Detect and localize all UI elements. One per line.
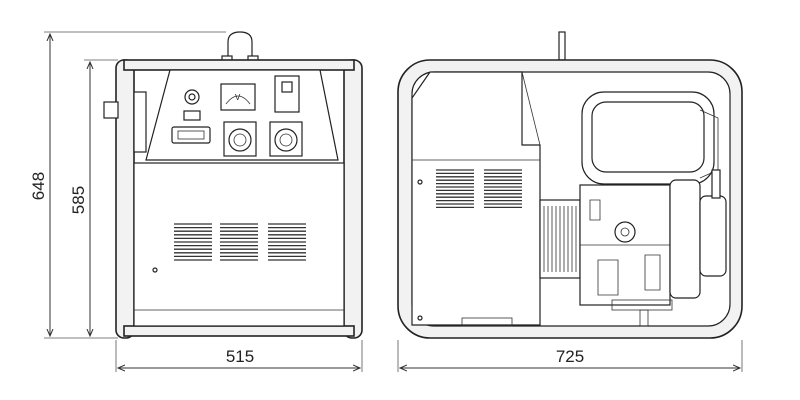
fuel-tank xyxy=(581,91,719,185)
front-vent-1 xyxy=(174,223,212,261)
muffler xyxy=(669,169,727,299)
side-fitting xyxy=(103,101,119,119)
side-view xyxy=(397,31,743,339)
indicator xyxy=(183,110,201,121)
dimension-lines: 648 585 515 725 xyxy=(29,31,743,372)
alternator-housing xyxy=(411,71,541,326)
cooling-fan xyxy=(539,199,581,279)
dim-label-515: 515 xyxy=(226,347,254,366)
engine-block xyxy=(579,184,671,306)
dim-label-725: 725 xyxy=(556,347,584,366)
frame-top-bar xyxy=(123,59,355,71)
lifting-handle xyxy=(227,31,253,62)
key-switch xyxy=(184,89,200,105)
frame-left-post xyxy=(115,59,135,339)
socket-right xyxy=(269,121,303,157)
side-vent-1 xyxy=(436,169,474,209)
lift-eye xyxy=(558,31,566,61)
front-view: V xyxy=(103,31,363,339)
dim-label-648: 648 xyxy=(29,172,48,200)
front-vent-3 xyxy=(268,223,306,261)
voltmeter xyxy=(220,83,256,111)
svg-text:V: V xyxy=(235,93,241,102)
side-vent-2 xyxy=(484,169,522,209)
front-vent-2 xyxy=(220,223,258,261)
frame-right-post xyxy=(343,59,363,339)
dim-label-585: 585 xyxy=(69,186,88,214)
socket-left xyxy=(223,121,257,157)
front-enclosure xyxy=(133,162,345,327)
